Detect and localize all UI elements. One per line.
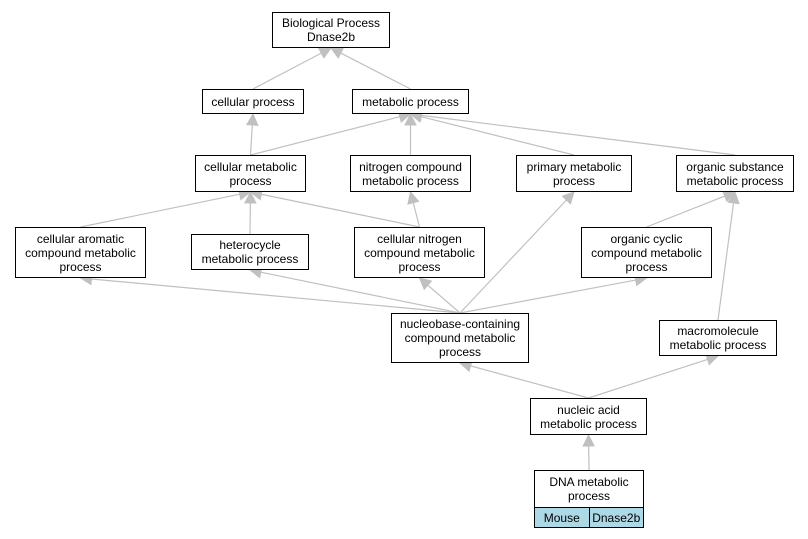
node-label-line: cellular nitrogen	[377, 231, 462, 246]
arrowhead-macromolecule-metabolic-process-to-organic-substance-metabolic-process	[727, 190, 740, 205]
tag-dnase2b[interactable]: Dnase2b	[588, 508, 643, 527]
node-label-line: process	[552, 173, 596, 188]
node-label-line: compound metabolic	[25, 245, 136, 260]
node-label-line: organic cyclic	[610, 231, 683, 246]
arrowhead-nucleobase-containing-compound-metabolic-process-to-cellular-nitrogen-compound-metabolic-process	[418, 277, 433, 291]
edge-nucleobase-containing-compound-metabolic-process-to-cellular-aromatic-compound-metabolic-process	[91, 278, 461, 314]
arrowhead-metabolic-process-to-root	[330, 47, 345, 59]
node-label-line: process	[229, 173, 272, 188]
node-label-line: compound metabolic	[404, 331, 516, 345]
node-label-line: metabolic process	[362, 94, 459, 109]
edge-cellular-nitrogen-compound-metabolic-process-to-cellular-metabolic-process	[261, 193, 420, 228]
node-label-line: organic substance	[686, 159, 784, 174]
node-label-line: cellular aromatic	[36, 231, 125, 246]
edge-nucleic-acid-metabolic-process-to-nucleobase-containing-compound-metabolic-process	[470, 365, 589, 399]
node-label-line: Biological Process	[281, 16, 381, 30]
node-label-line: process	[398, 259, 441, 274]
node-label-line: process	[567, 489, 611, 503]
node-label-line: DNA metabolic	[549, 475, 629, 489]
node-label-line: metabolic process	[540, 416, 637, 431]
node-label-line: nucleic acid	[557, 402, 620, 417]
node-label-line: process	[625, 259, 668, 274]
arrowhead-dna-metabolic-process-to-nucleic-acid-metabolic-process	[582, 433, 595, 447]
tag-mouse[interactable]: Mouse	[535, 508, 589, 527]
node-label-line: metabolic process	[669, 338, 767, 352]
edge-organic-cyclic-compound-metabolic-process-to-organic-substance-metabolic-process	[646, 195, 725, 228]
node-label-line: compound metabolic	[591, 245, 702, 260]
edge-cellular-metabolic-process-to-metabolic-process	[250, 116, 400, 156]
edge-nucleobase-containing-compound-metabolic-process-to-primary-metabolic-process	[459, 199, 567, 314]
edge-cellular-nitrogen-compound-metabolic-process-to-nitrogen-compound-metabolic-process	[412, 202, 421, 228]
edge-nucleic-acid-metabolic-process-to-macromolecule-metabolic-process	[588, 358, 708, 399]
node-label-line: nitrogen compound	[359, 159, 462, 174]
arrowhead-cellular-metabolic-process-to-cellular-process	[246, 112, 259, 126]
edge-cellular-process-to-root	[252, 52, 322, 90]
edge-cellular-aromatic-compound-metabolic-process-to-cellular-metabolic-process	[80, 193, 240, 228]
node-label-line: process	[59, 259, 102, 274]
arrowhead-cellular-process-to-root	[317, 47, 332, 59]
node-label-line: compound metabolic	[364, 245, 475, 260]
node-label-line: cellular process	[211, 94, 295, 109]
node-label-line: Dnase2b	[306, 30, 356, 44]
edge-metabolic-process-to-root	[340, 52, 411, 90]
node-label-line: metabolic process	[686, 173, 784, 188]
edge-macromolecule-metabolic-process-to-organic-substance-metabolic-process	[717, 202, 735, 321]
node-cellular-process[interactable]: cellular process	[202, 89, 304, 114]
node-metabolic-process[interactable]: metabolic process	[352, 89, 469, 114]
node-label-line: metabolic process	[362, 173, 459, 188]
node-label-line: heterocycle	[219, 238, 281, 252]
edge-organic-substance-metabolic-process-to-metabolic-process	[421, 114, 736, 156]
arrowhead-heterocycle-metabolic-process-to-cellular-metabolic-process	[244, 190, 257, 204]
arrowhead-nucleobase-containing-compound-metabolic-process-to-primary-metabolic-process	[561, 191, 575, 205]
edge-cellular-metabolic-process-to-cellular-process	[249, 124, 253, 156]
node-label-line: macromolecule	[677, 324, 759, 338]
node-label-line: nucleobase-containing	[399, 317, 521, 331]
edge-nucleobase-containing-compound-metabolic-process-to-organic-cyclic-compound-metabolic-process	[459, 279, 636, 314]
arrowhead-cellular-nitrogen-compound-metabolic-process-to-nitrogen-compound-metabolic-process	[407, 190, 420, 205]
edge-nucleobase-containing-compound-metabolic-process-to-heterocycle-metabolic-process	[260, 271, 461, 314]
edge-nucleobase-containing-compound-metabolic-process-to-cellular-nitrogen-compound-metabolic-process	[427, 284, 461, 314]
node-label-line: primary metabolic	[526, 159, 622, 174]
node-label-line: process	[438, 345, 482, 359]
node-label-line: cellular metabolic	[204, 159, 297, 174]
arrowhead-nitrogen-compound-metabolic-process-to-metabolic-process	[404, 112, 417, 126]
edge-primary-metabolic-process-to-metabolic-process	[421, 116, 575, 156]
node-label-line: metabolic process	[201, 252, 299, 266]
